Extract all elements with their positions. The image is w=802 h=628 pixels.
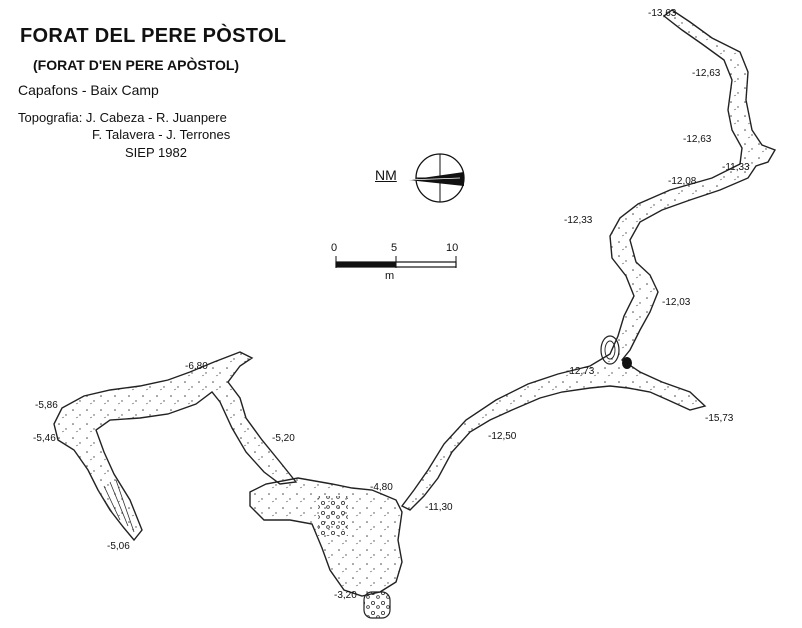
rubble-area	[318, 496, 348, 536]
slope-hatching	[97, 479, 135, 533]
pit-feature	[622, 357, 632, 369]
scale-bar	[335, 256, 457, 268]
depth-label: -5,20	[272, 433, 295, 444]
depth-label: -12,50	[488, 431, 517, 442]
depth-label: -12,33	[564, 215, 593, 226]
shaft-feature	[600, 335, 620, 365]
depth-label: -15,73	[705, 413, 734, 424]
scale-tick-5: 5	[391, 242, 398, 254]
north-label: NM	[375, 167, 397, 183]
cave-chamber-central	[249, 477, 403, 597]
depth-label: -5,06	[107, 541, 130, 552]
depth-label: -3,20	[334, 590, 357, 601]
credit-line-2: F. Talavera - J. Terrones	[92, 127, 231, 142]
depth-label: -12,73	[566, 366, 595, 377]
rubble-area-south	[363, 591, 391, 619]
scale-unit: m	[385, 270, 395, 282]
credit-line-3: SIEP 1982	[125, 145, 187, 160]
map-title: FORAT DEL PERE PÒSTOL	[20, 25, 287, 47]
depth-label: -11,30	[425, 502, 453, 513]
map-subtitle: (FORAT D'EN PERE APÒSTOL)	[33, 57, 240, 73]
map-location: Capafons - Baix Camp	[18, 82, 159, 98]
depth-label: -5,46	[33, 433, 56, 444]
depth-label: -11,33	[722, 162, 750, 173]
depth-label: -13,63	[648, 8, 677, 19]
depth-label: -6,80	[185, 361, 208, 372]
scale-tick-0: 0	[331, 242, 338, 254]
depth-label: -4,80	[370, 482, 393, 493]
north-arrow	[407, 153, 465, 203]
scale-tick-10: 10	[446, 242, 459, 254]
depth-label: -5,86	[35, 400, 58, 411]
depth-label: -12,08	[668, 176, 697, 187]
depth-label: -12,63	[692, 68, 721, 79]
cave-passage-main	[400, 9, 777, 511]
depth-label: -12,63	[683, 134, 712, 145]
credit-line-1: Topografia: J. Cabeza - R. Juanpere	[18, 110, 227, 125]
depth-label: -12,03	[662, 297, 691, 308]
